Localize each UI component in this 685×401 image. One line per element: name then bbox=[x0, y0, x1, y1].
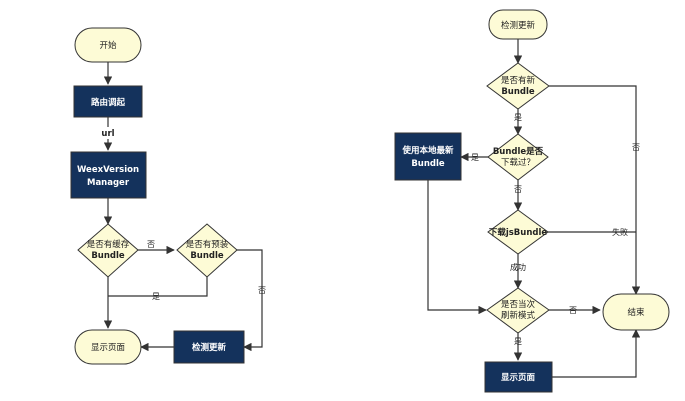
right-refresh-label-2: 刷新模式 bbox=[501, 310, 536, 321]
right-end-node: 结束 bbox=[602, 293, 670, 331]
right-use-local-label-1: 使用本地最新 bbox=[401, 145, 454, 156]
right-new-bundle-label-2: Bundle bbox=[501, 87, 535, 97]
left-manager-label-2: Manager bbox=[87, 178, 130, 188]
left-show-page-label: 显示页面 bbox=[91, 343, 126, 353]
right-show-page-label: 显示页面 bbox=[501, 373, 536, 383]
left-route-label: 路由调起 bbox=[91, 97, 126, 108]
edge-preinstall-yes-to-show bbox=[108, 277, 208, 297]
right-check-update-label: 检测更新 bbox=[501, 20, 536, 31]
right-downloaded-decision: Bundle是否 下载过？ bbox=[487, 133, 549, 181]
right-download-label: 下载jsBundle bbox=[489, 227, 548, 238]
right-no-label-1: 否 bbox=[632, 143, 640, 152]
left-check-update-label: 检测更新 bbox=[192, 342, 227, 353]
edge-show-to-end bbox=[552, 329, 641, 378]
right-downloaded-label-1: Bundle是否 bbox=[493, 146, 544, 157]
right-refresh-label-1: 是否当次 bbox=[501, 299, 536, 310]
edge-new-no-to-end bbox=[549, 85, 641, 295]
right-check-update-node: 检测更新 bbox=[488, 9, 548, 40]
right-new-bundle-label-1: 是否有新 bbox=[501, 75, 536, 86]
left-yes-label-1: 是 bbox=[152, 292, 160, 301]
left-route-node: 路由调起 bbox=[73, 85, 143, 118]
right-yes-label-2: 是 bbox=[471, 153, 479, 162]
left-start-label: 开始 bbox=[99, 40, 117, 51]
left-start-node: 开始 bbox=[74, 27, 142, 63]
right-show-page-node: 显示页面 bbox=[484, 361, 553, 393]
left-no-label-2: 否 bbox=[258, 286, 266, 295]
right-downloaded-label-2: 下载过？ bbox=[501, 157, 535, 168]
left-edges bbox=[103, 62, 263, 352]
right-download-decision: 下载jsBundle bbox=[487, 209, 549, 255]
right-end-label: 结束 bbox=[627, 307, 645, 318]
right-no-label-2: 否 bbox=[514, 185, 522, 194]
left-preinstall-decision: 是否有预装 Bundle bbox=[176, 223, 238, 278]
edge-preinstall-no-to-check bbox=[237, 249, 263, 352]
left-cache-label-1: 是否有缓存 bbox=[87, 239, 130, 250]
left-flow: 开始 路由调起 url WeexVersion Manager 是否有缓存 Bu… bbox=[70, 27, 266, 365]
right-success-label: 成功 bbox=[510, 262, 526, 272]
edge-local-to-refresh bbox=[427, 180, 487, 315]
right-edges bbox=[427, 39, 641, 378]
right-new-bundle-decision: 是否有新 Bundle bbox=[486, 62, 550, 110]
left-cache-label-2: Bundle bbox=[91, 251, 125, 261]
right-use-local-label-2: Bundle bbox=[411, 159, 445, 169]
right-yes-label-3: 是 bbox=[514, 337, 522, 346]
right-flow: 检测更新 是否有新 Bundle 是 否 Bundle是否 下载过？ 是 否 使… bbox=[394, 9, 670, 393]
right-use-local-node: 使用本地最新 Bundle bbox=[394, 132, 462, 181]
right-no-label-3: 否 bbox=[569, 306, 577, 315]
left-show-page-node: 显示页面 bbox=[74, 329, 142, 365]
left-check-update-node: 检测更新 bbox=[173, 330, 245, 364]
left-preinstall-label-1: 是否有预装 bbox=[186, 239, 229, 250]
left-manager-label-1: WeexVersion bbox=[77, 165, 139, 175]
left-manager-node: WeexVersion Manager bbox=[70, 151, 147, 199]
left-preinstall-label-2: Bundle bbox=[190, 251, 224, 261]
right-fail-label: 失败 bbox=[612, 227, 628, 237]
left-no-label-1: 否 bbox=[147, 240, 155, 249]
left-url-edge-label: url bbox=[101, 129, 114, 139]
right-yes-label-1: 是 bbox=[514, 113, 522, 122]
right-refresh-decision: 是否当次 刷新模式 bbox=[486, 287, 550, 334]
left-cache-decision: 是否有缓存 Bundle bbox=[77, 223, 139, 278]
